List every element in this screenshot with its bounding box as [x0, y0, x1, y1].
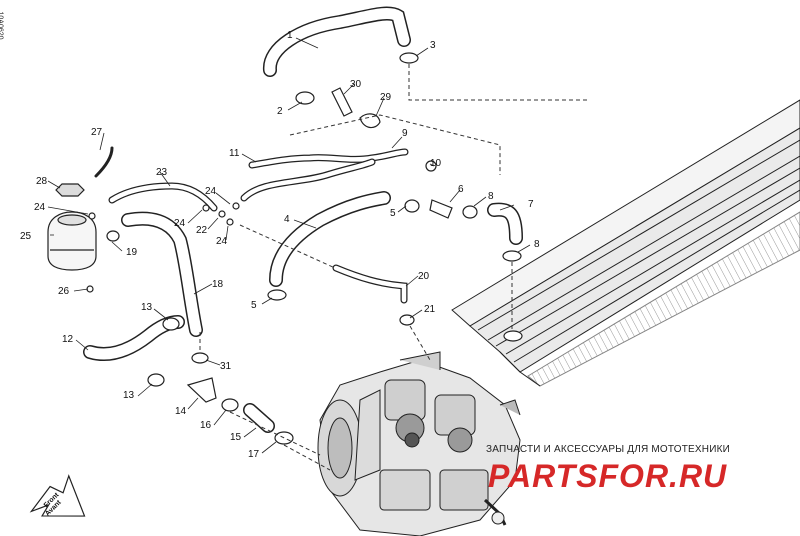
callout-15: 15	[230, 432, 242, 443]
callout-19: 19	[126, 247, 138, 258]
callouts: 1 2 3 4 5 5 6 7 8 8 9 10 11 12 13 13 14 …	[20, 30, 540, 460]
heat-exchanger	[451, 99, 800, 387]
callout-6: 6	[458, 184, 464, 195]
callout-11: 11	[229, 148, 240, 159]
callout-5-lower: 5	[251, 300, 257, 311]
engine	[317, 351, 521, 536]
callout-24-top: 24	[205, 186, 217, 197]
callout-16: 16	[200, 420, 212, 431]
callout-9: 9	[402, 128, 408, 139]
callout-26: 26	[58, 286, 70, 297]
callout-23: 23	[156, 167, 168, 178]
leader-lines	[47, 37, 531, 454]
callout-7: 7	[528, 199, 534, 210]
callout-28: 28	[36, 176, 48, 187]
hoses	[83, 6, 523, 433]
front-arrow: Front Avant	[29, 474, 86, 518]
callout-31: 31	[220, 361, 232, 372]
callout-21: 21	[424, 304, 436, 315]
callout-24-center: 24	[174, 218, 186, 229]
callout-14: 14	[175, 406, 187, 417]
callout-5-upper: 5	[390, 208, 396, 219]
callout-13-upper: 13	[141, 302, 153, 313]
callout-8-lower: 8	[534, 239, 540, 250]
callout-2: 2	[277, 106, 283, 117]
callout-24-bottom: 24	[216, 236, 228, 247]
callout-8-upper: 8	[488, 191, 494, 202]
callout-3: 3	[430, 40, 436, 51]
callout-10: 10	[430, 158, 442, 169]
small-hoses	[94, 146, 409, 304]
callout-24-left: 24	[34, 202, 46, 213]
watermark-tagline: ЗАПЧАСТИ И АКСЕССУАРЫ ДЛЯ МОТОТЕХНИКИ	[486, 444, 731, 455]
callout-18: 18	[212, 279, 224, 290]
callout-20: 20	[418, 271, 430, 282]
clamps	[86, 52, 523, 445]
callout-1: 1	[287, 30, 293, 41]
callout-30: 30	[350, 79, 362, 90]
callout-12: 12	[62, 334, 74, 345]
reference-lines	[199, 64, 590, 471]
callout-25: 25	[20, 231, 32, 242]
callout-27: 27	[91, 127, 103, 138]
callout-4: 4	[284, 214, 290, 225]
callout-13-lower: 13	[123, 390, 135, 401]
coolant-reservoir	[47, 183, 97, 271]
watermark-brand: PARTSFOR.RU	[488, 458, 728, 494]
callout-17: 17	[248, 449, 260, 460]
callout-29: 29	[380, 92, 392, 103]
callout-22: 22	[196, 225, 208, 236]
